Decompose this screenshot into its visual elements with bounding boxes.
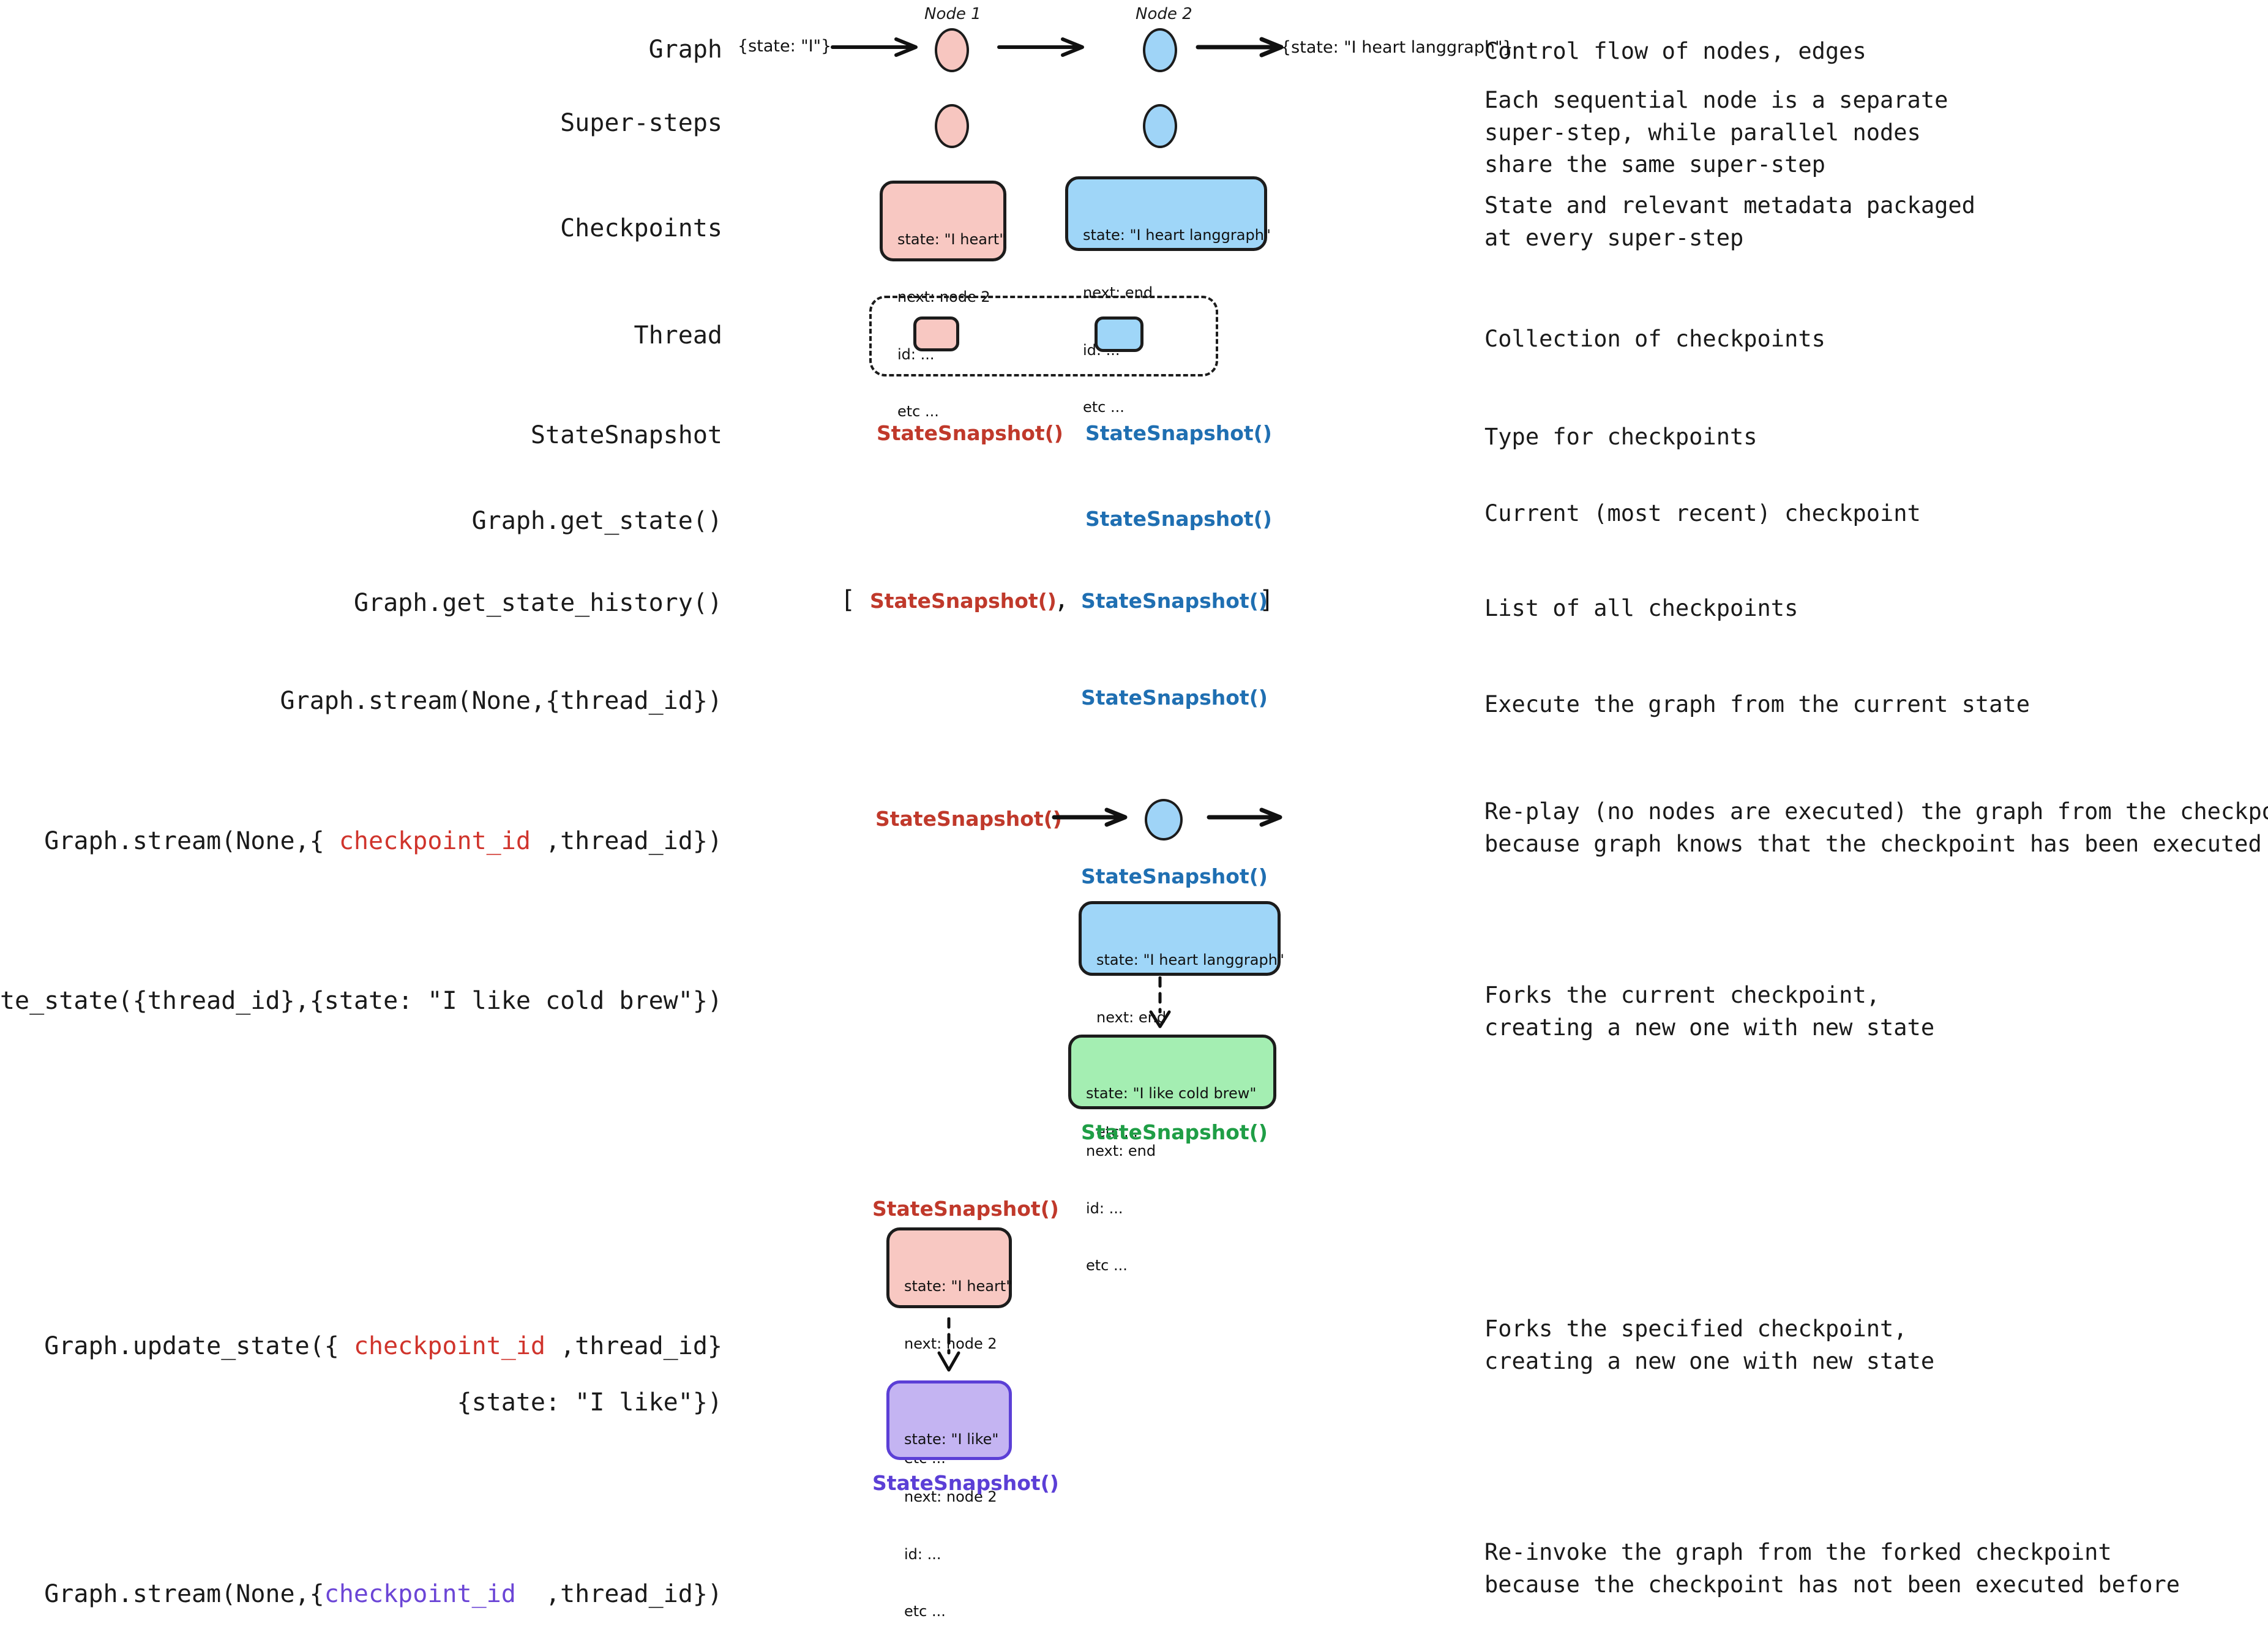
checkpoint-line: next: node 2 [904, 1335, 997, 1352]
row-label-graph: Graph [648, 36, 722, 64]
replay-checkpoint-box-blue: state: "I heart langgraph" next: end id:… [1079, 901, 1284, 1140]
node2-caption: Node 2 [1136, 5, 1192, 23]
fork-statesnapshot-green: StateSnapshot() [1081, 1120, 1268, 1144]
label-part-text: ,thread_id} [545, 1332, 722, 1360]
checkpoint-line: next: end [1083, 283, 1153, 301]
node1-circle [935, 28, 969, 72]
graph-edge-arrow-3 [1196, 37, 1289, 58]
history-statesnapshot-pink: StateSnapshot() [870, 589, 1057, 613]
row-label-stream-thread: Graph.stream(None,{thread_id}) [280, 687, 722, 715]
row-label-get-state: Graph.get_state() [471, 507, 722, 535]
checkpoint-line: etc ... [897, 403, 939, 421]
description-update-state-checkpoint: Forks the specified checkpoint, creating… [1484, 1316, 1935, 1374]
node1-caption: Node 1 [924, 5, 981, 23]
description-graph: Control flow of nodes, edges [1484, 38, 1866, 64]
checkpoint-line: next: node 2 [904, 1488, 997, 1505]
checkpoint-line: state: "I like cold brew" [1086, 1085, 1257, 1103]
statesnapshot-label-blue: StateSnapshot() [1085, 421, 1272, 445]
label-part-text: Graph.stream(None,{ [44, 1580, 324, 1608]
graph-input-state-annotation: {state: "I"} [738, 37, 832, 56]
history-bracket-open: [ [840, 586, 856, 614]
row-label-super-steps: Super-steps [560, 109, 722, 137]
label-part-text: ,thread_id}) [530, 827, 722, 855]
description-super-steps: Each sequential node is a separate super… [1484, 87, 1948, 178]
checkpoint-line: state: "I heart" [897, 231, 1006, 249]
description-statesnapshot: Type for checkpoints [1484, 424, 1757, 450]
token-checkpoint-id: checkpoint_id [353, 1332, 546, 1360]
checkpoint-line: etc ... [1086, 1257, 1128, 1275]
checkpoint-line: state: "I like" [904, 1431, 999, 1448]
thread-chip-blue [1095, 316, 1143, 352]
stream-thread-statesnapshot: StateSnapshot() [1081, 686, 1268, 710]
replay-node2-circle [1145, 799, 1183, 841]
row-label-thread: Thread [634, 321, 723, 350]
row-label-statesnapshot: StateSnapshot [530, 421, 722, 449]
statesnapshot-label-pink: StateSnapshot() [877, 421, 1063, 445]
node2-circle [1143, 28, 1177, 72]
checkpoint-line: state: "I heart langgraph" [1083, 227, 1271, 244]
fork-specified-checkpoint-box-purple: state: "I like" next: node 2 id: ... etc… [886, 1380, 1012, 1620]
checkpoint-line: state: "I heart langgraph" [1096, 951, 1284, 969]
checkpoint-line: next: end [1096, 1008, 1167, 1026]
row-label-get-state-history: Graph.get_state_history() [353, 589, 722, 617]
description-get-state-history: List of all checkpoints [1484, 595, 1798, 621]
row-label-checkpoints: Checkpoints [560, 214, 722, 242]
checkpoint-line: etc ... [1083, 399, 1125, 416]
replay-arrow-1 [1052, 807, 1132, 827]
history-bracket-close: ] [1259, 586, 1274, 614]
row-label-update-state-thread: Graph.update_state({thread_id},{state: "… [0, 987, 722, 1015]
replay-statesnapshot-result: StateSnapshot() [1081, 864, 1268, 888]
history-comma: , [1054, 586, 1069, 614]
description-get-state: Current (most recent) checkpoint [1484, 500, 1921, 526]
checkpoint-line: etc ... [1096, 1123, 1138, 1141]
fork-arrow-pink-to-purple [930, 1317, 967, 1375]
super-step-node2-circle [1143, 104, 1177, 148]
replay-statesnapshot-source: StateSnapshot() [875, 807, 1062, 831]
checkpoint-line: etc ... [904, 1603, 946, 1620]
update-state-second-line: {state: "I like"}) [457, 1388, 722, 1417]
description-stream-checkpoint: Re-play (no nodes are executed) the grap… [1484, 798, 2268, 857]
token-checkpoint-id: checkpoint_id [339, 827, 531, 855]
description-stream-forked: Re-invoke the graph from the forked chec… [1484, 1539, 2180, 1598]
checkpoint-line: next: end [1086, 1142, 1156, 1159]
history-statesnapshot-blue: StateSnapshot() [1081, 589, 1268, 613]
row-label-stream-checkpoint: Graph.stream(None,{ checkpoint_id ,threa… [15, 799, 722, 855]
description-checkpoints: State and relevant metadata packaged at … [1484, 192, 1975, 251]
description-thread: Collection of checkpoints [1484, 326, 1825, 352]
row-label-update-state-checkpoint: Graph.update_state({ checkpoint_id ,thre… [15, 1304, 722, 1417]
graph-output-state-annotation: {state: "I heart langgraph"} [1281, 38, 1513, 57]
description-update-state-thread: Forks the current checkpoint, creating a… [1484, 982, 1935, 1041]
checkpoint-line: id: ... [904, 1545, 941, 1563]
replay-arrow-2 [1207, 807, 1287, 827]
fork-arrow-blue-to-green [1142, 976, 1178, 1032]
fork-specified-statesnapshot-purple: StateSnapshot() [872, 1471, 1059, 1495]
super-step-node1-circle [935, 104, 969, 148]
thread-chip-pink [913, 316, 959, 351]
get-state-statesnapshot: StateSnapshot() [1085, 507, 1272, 531]
graph-edge-arrow-1 [831, 37, 923, 57]
checkpoint-box-blue: state: "I heart langgraph" next: end id:… [1065, 176, 1271, 416]
checkpoint-line: id: ... [1086, 1199, 1123, 1217]
label-part-text: Graph.update_state({ [44, 1332, 354, 1360]
fork-specified-statesnapshot-pink: StateSnapshot() [872, 1197, 1059, 1221]
checkpoint-line: state: "I heart" [904, 1278, 1013, 1295]
thread-container [869, 296, 1218, 376]
row-label-stream-forked: Graph.stream(None,{checkpoint_id ,thread… [15, 1552, 722, 1608]
token-checkpoint-id: checkpoint_id [324, 1580, 516, 1608]
fork-checkpoint-box-green: state: "I like cold brew" next: end id: … [1068, 1035, 1276, 1274]
fork-specified-checkpoint-box-pink: state: "I heart" next: node 2 id: ... et… [886, 1227, 1013, 1467]
description-stream-thread: Execute the graph from the current state [1484, 691, 2030, 717]
label-part-text: Graph.stream(None,{ [44, 827, 339, 855]
label-part-text: ,thread_id}) [515, 1580, 722, 1608]
graph-edge-arrow-2 [997, 37, 1090, 57]
checkpoint-box-pink: state: "I heart" next: node 2 id: ... et… [880, 181, 1006, 420]
